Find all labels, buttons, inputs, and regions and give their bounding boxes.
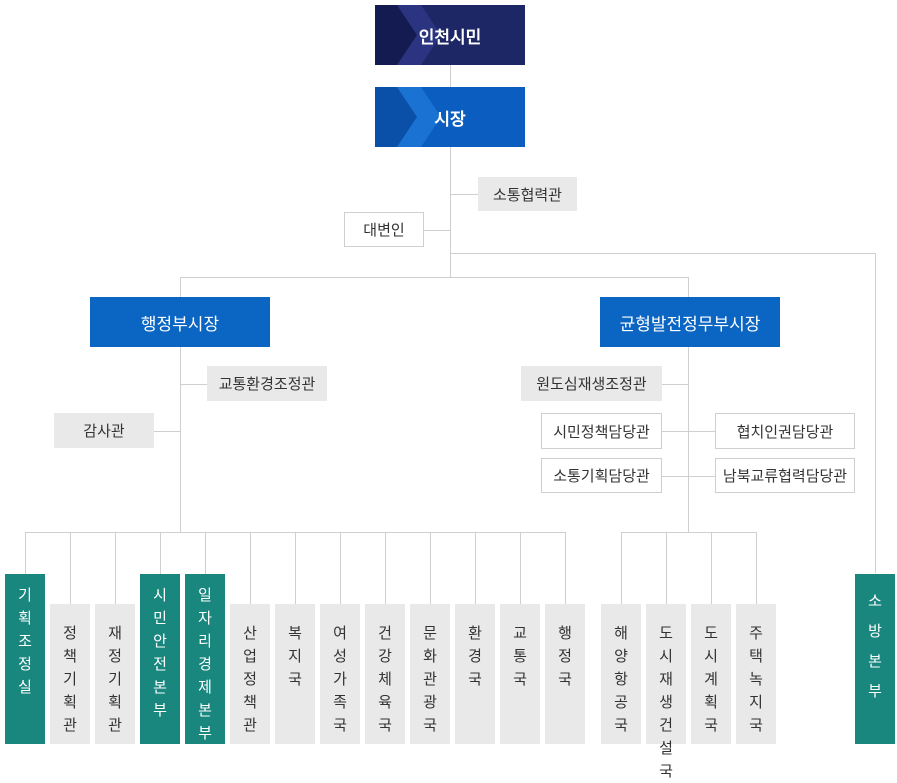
civic-policy-officer-label: 시민정책담당관 (553, 422, 650, 441)
connector-line (475, 532, 476, 604)
bureau-label: 정책기획관 (63, 624, 77, 734)
bureau-label: 소방본부 (868, 592, 882, 700)
connector-line (385, 532, 386, 604)
balanced-deputy-mayor-label: 균형발전정무부시장 (619, 314, 761, 335)
urban-regen-coordinator-label: 원도심재생조정관 (536, 375, 647, 393)
cooperation-rights-officer-box[interactable]: 협치인권담당관 (715, 413, 855, 449)
inter-korean-officer-label: 남북교류협력담당관 (722, 467, 848, 485)
urban-regen-coordinator-box[interactable]: 원도심재생조정관 (521, 366, 662, 401)
connector-line (450, 194, 478, 195)
connector-line (711, 532, 712, 604)
connector-line (565, 532, 566, 604)
connector-line (160, 532, 161, 574)
bureau-label: 환경국 (468, 624, 482, 688)
balanced-deputy-mayor-box[interactable]: 균형발전정무부시장 (600, 297, 780, 347)
bureau-column[interactable]: 복지국 (275, 604, 315, 744)
connector-line (154, 431, 181, 432)
bureau-column[interactable]: 교통국 (500, 604, 540, 744)
bureau-column[interactable]: 건강체육국 (365, 604, 405, 744)
bureau-label: 해양항공국 (614, 624, 628, 734)
connector-line (621, 532, 622, 604)
connector-line (25, 532, 26, 574)
bureau-label: 행정국 (558, 624, 572, 688)
bureau-label: 주택녹지국 (749, 624, 763, 734)
connector-line (661, 384, 689, 385)
connector-line (180, 277, 181, 297)
citizen-box[interactable]: 인천시민 (375, 5, 525, 65)
bureau-label: 문화관광국 (423, 624, 437, 734)
spokesperson-label: 대변인 (363, 221, 405, 239)
mayor-box[interactable]: 시장 (375, 87, 525, 147)
communication-officer-box[interactable]: 소통협력관 (478, 177, 577, 211)
connector-line (180, 277, 689, 278)
citizen-label: 인천시민 (418, 27, 482, 48)
connector-line (205, 532, 206, 574)
connector-line (756, 532, 757, 604)
civic-policy-officer-box[interactable]: 시민정책담당관 (541, 413, 662, 449)
connector-line (180, 347, 181, 533)
connector-line (621, 532, 756, 533)
connector-line (250, 532, 251, 604)
connector-line (450, 65, 451, 87)
bureau-column[interactable]: 산업정책관 (230, 604, 270, 744)
bureau-column[interactable]: 재정기획관 (95, 604, 135, 744)
admin-deputy-mayor-label: 행정부시장 (140, 314, 220, 335)
chevron-decoration-icon (375, 5, 441, 65)
bureau-label: 복지국 (288, 624, 302, 688)
connector-line (688, 277, 689, 297)
connector-line (875, 253, 876, 573)
chevron-decoration-icon (375, 87, 441, 147)
bureau-label: 도시계획국 (704, 624, 718, 734)
communication-planning-officer-label: 소통기획담당관 (553, 467, 650, 485)
bureau-column[interactable]: 행정국 (545, 604, 585, 744)
bureau-column[interactable]: 주택녹지국 (736, 604, 776, 744)
bureau-label: 교통국 (513, 624, 527, 688)
communication-officer-label: 소통협력관 (492, 185, 562, 204)
connector-line (450, 147, 451, 255)
connector-line (430, 532, 431, 604)
traffic-env-coordinator-label: 교통환경조정관 (218, 375, 316, 393)
connector-line (180, 384, 207, 385)
connector-line (450, 253, 875, 254)
connector-line (661, 476, 715, 477)
bureau-column[interactable]: 해양항공국 (601, 604, 641, 744)
bureau-label: 재정기획관 (108, 624, 122, 734)
connector-line (115, 532, 116, 604)
connector-line (688, 347, 689, 533)
spokesperson-box[interactable]: 대변인 (344, 212, 424, 247)
bureau-column[interactable]: 정책기획관 (50, 604, 90, 744)
audit-officer-label: 감사관 (83, 422, 125, 440)
admin-deputy-mayor-box[interactable]: 행정부시장 (90, 297, 270, 347)
connector-line (295, 532, 296, 604)
bureau-label: 기획조정실 (18, 586, 32, 696)
communication-planning-officer-box[interactable]: 소통기획담당관 (541, 458, 662, 493)
traffic-env-coordinator-box[interactable]: 교통환경조정관 (207, 366, 327, 401)
bureau-column[interactable]: 환경국 (455, 604, 495, 744)
bureau-label: 도시재생건설국 (659, 624, 673, 780)
connector-line (661, 431, 715, 432)
bureau-column[interactable]: 일자리경제본부 (185, 574, 225, 744)
bureau-column[interactable]: 여성가족국 (320, 604, 360, 744)
connector-line (340, 532, 341, 604)
connector-line (520, 532, 521, 604)
connector-line (70, 532, 71, 604)
bureau-label: 건강체육국 (378, 624, 392, 734)
cooperation-rights-officer-label: 협치인권담당관 (736, 422, 834, 441)
bureau-column[interactable]: 소방본부 (855, 574, 895, 744)
bureau-label: 일자리경제본부 (198, 586, 212, 742)
bureau-label: 산업정책관 (243, 624, 257, 734)
bureau-label: 여성가족국 (333, 624, 347, 734)
connector-line (666, 532, 667, 604)
inter-korean-officer-box[interactable]: 남북교류협력담당관 (715, 458, 855, 493)
connector-line (423, 230, 451, 231)
connector-line (450, 255, 451, 278)
bureau-column[interactable]: 시민안전본부 (140, 574, 180, 744)
mayor-label: 시장 (434, 109, 466, 130)
bureau-column[interactable]: 기획조정실 (5, 574, 45, 744)
bureau-column[interactable]: 도시재생건설국 (646, 604, 686, 780)
audit-officer-box[interactable]: 감사관 (54, 413, 154, 448)
bureau-label: 시민안전본부 (153, 586, 167, 719)
bureau-column[interactable]: 도시계획국 (691, 604, 731, 744)
bureau-column[interactable]: 문화관광국 (410, 604, 450, 744)
